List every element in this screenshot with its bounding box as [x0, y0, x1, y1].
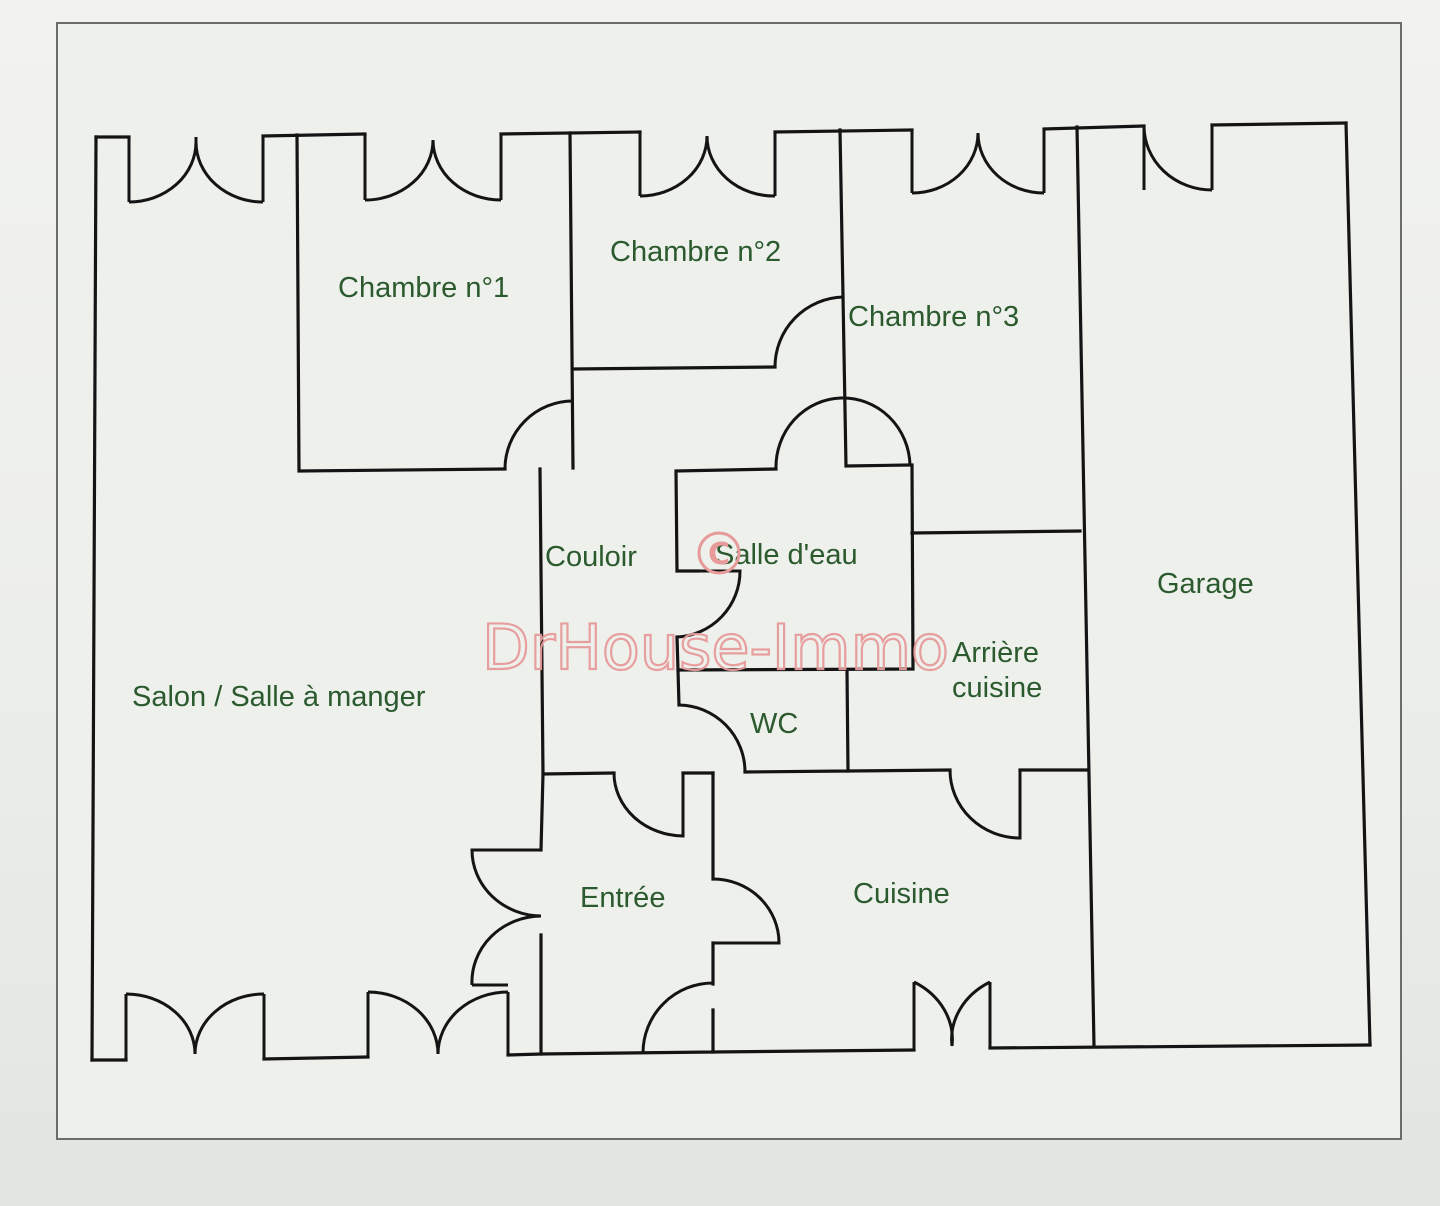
- label-wc: WC: [750, 708, 798, 740]
- label-arriere-cuisine-2: cuisine: [952, 672, 1042, 704]
- wall-outer-left: [90, 135, 98, 1062]
- door-salle-eau-side: [676, 569, 742, 639]
- label-chambre2: Chambre n°2: [610, 236, 781, 268]
- walls: [90, 121, 1372, 1062]
- doors: [124, 125, 1214, 1060]
- door-wc: [678, 703, 747, 773]
- door-couloir-entree: [612, 772, 685, 838]
- window-top-4: [910, 129, 1046, 195]
- label-entree: Entrée: [580, 882, 665, 914]
- page-frame: [56, 22, 1402, 1140]
- door-salle-eau-top: [774, 396, 912, 470]
- room-labels: Chambre n°1 Chambre n°2 Chambre n°3 Salo…: [132, 236, 1254, 914]
- wall-bottom: [90, 1043, 1372, 1062]
- wall-chambre2: [571, 128, 912, 468]
- wall-chambre1: [295, 131, 575, 473]
- copyright-glyph: C: [708, 537, 730, 572]
- wall-salle-eau: [674, 463, 915, 672]
- window-top-3: [638, 132, 777, 198]
- copyright-icon: [697, 531, 741, 575]
- label-arriere-cuisine-1: Arrière: [952, 637, 1039, 669]
- door-entree-main: [470, 848, 543, 987]
- window-bottom-2: [366, 990, 510, 1057]
- wall-garage-left: [1075, 125, 1096, 1048]
- door-chambre2: [773, 295, 844, 368]
- window-top-2: [363, 134, 503, 202]
- watermark: C DrHouse-Immo: [481, 531, 950, 685]
- wall-outer-right: [1344, 121, 1372, 1047]
- label-chambre1: Chambre n°1: [338, 272, 509, 304]
- wall-wc: [676, 668, 850, 774]
- wall-chambre3-bottom: [910, 529, 1082, 535]
- label-chambre3: Chambre n°3: [848, 301, 1019, 333]
- wall-top: [94, 121, 1348, 139]
- door-entree-cuisine: [712, 877, 781, 945]
- window-bottom-cuisine: [912, 980, 992, 1050]
- door-arriere-cuisine: [948, 769, 1022, 840]
- label-couloir: Couloir: [545, 541, 637, 573]
- label-garage: Garage: [1157, 568, 1254, 600]
- door-chambre1: [503, 399, 574, 470]
- window-bottom-entree: [641, 981, 714, 1054]
- label-salon: Salon / Salle à manger: [132, 681, 426, 713]
- wall-arriere-cuisine: [846, 768, 1089, 773]
- label-cuisine: Cuisine: [853, 878, 950, 910]
- window-top-1: [127, 136, 265, 204]
- wall-entree-left: [539, 772, 545, 1056]
- window-bottom-1: [124, 992, 266, 1060]
- window-top-garage: [1142, 125, 1214, 192]
- watermark-text: DrHouse-Immo: [482, 611, 949, 684]
